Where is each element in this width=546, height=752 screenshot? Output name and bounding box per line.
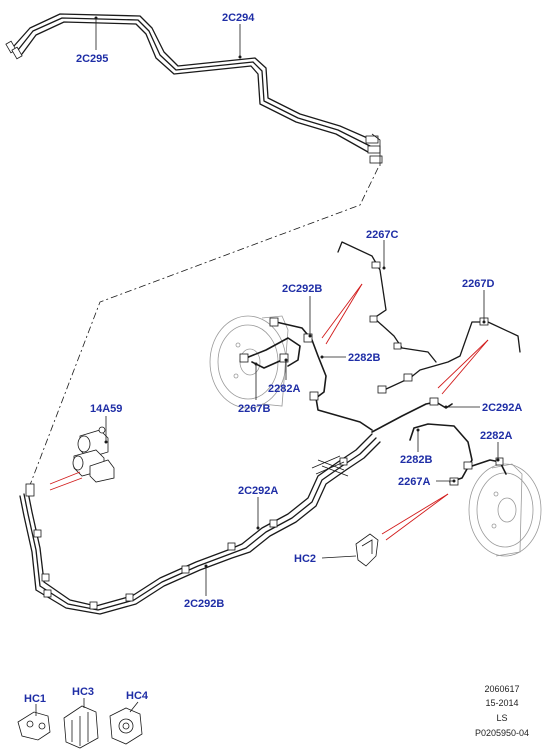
pipe-2267C xyxy=(337,241,437,363)
callout-2267C: 2267C xyxy=(366,229,398,241)
callout-2C292A-right: 2C292A xyxy=(482,402,522,414)
right-brake-disc xyxy=(468,463,542,557)
callout-2267B: 2267B xyxy=(238,403,270,415)
callout-HC4: HC4 xyxy=(126,690,149,702)
cut-marks xyxy=(317,459,349,477)
clip-HC1 xyxy=(17,711,51,741)
meta-line-4: P0205950-04 xyxy=(475,728,529,738)
callout-2267A: 2267A xyxy=(398,476,430,488)
red-locator-lines xyxy=(49,283,489,541)
clip-HC2 xyxy=(355,533,379,567)
callout-2282B-left: 2282B xyxy=(348,352,380,364)
callout-HC3: HC3 xyxy=(72,686,94,698)
callout-2282A-left: 2282A xyxy=(268,383,300,395)
callout-2C292A-mid: 2C292A xyxy=(238,485,278,497)
leader-HC4 xyxy=(129,701,139,713)
clip-HC3 xyxy=(63,705,99,749)
callout-2C294: 2C294 xyxy=(222,12,255,24)
callout-14A59: 14A59 xyxy=(90,403,122,415)
callout-HC2: HC2 xyxy=(294,553,316,565)
callout-2C292B-top: 2C292B xyxy=(282,283,322,295)
callout-2C295: 2C295 xyxy=(76,53,108,65)
callout-2282B-right: 2282B xyxy=(400,454,432,466)
callout-2282A-right: 2282A xyxy=(480,430,512,442)
pipe-2267D xyxy=(377,317,521,394)
clip-HC4 xyxy=(109,707,143,745)
callout-HC1: HC1 xyxy=(24,693,46,705)
meta-line-3: LS xyxy=(496,713,507,723)
callout-2267D: 2267D xyxy=(462,278,494,290)
meta-line-2: 15-2014 xyxy=(485,698,518,708)
main-pipes-2C292A-2C292B xyxy=(19,433,381,615)
routing-dash-line xyxy=(29,167,379,486)
connector-14A59 xyxy=(72,426,115,483)
leader-HC2 xyxy=(321,555,357,559)
pipe-2C294-2C295 xyxy=(5,13,383,166)
meta-line-1: 2060617 xyxy=(484,684,519,694)
callout-2C292B-bottom: 2C292B xyxy=(184,598,224,610)
